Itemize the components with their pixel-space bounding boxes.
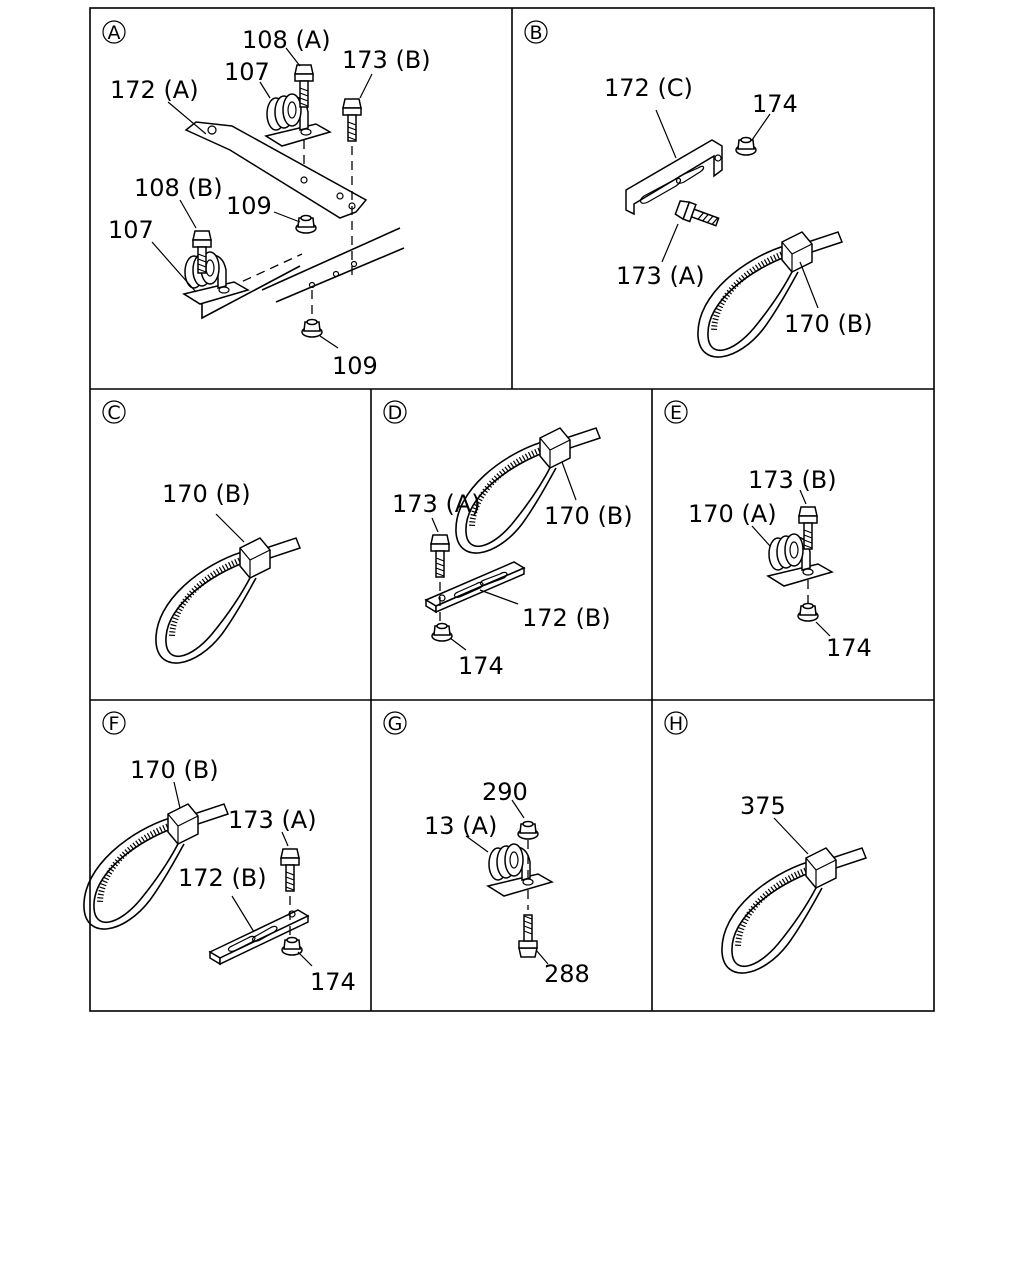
panel-letter-h: H [664, 711, 688, 735]
leaders-d [431, 461, 577, 651]
cable-tie-375 [722, 848, 866, 973]
label-170a: 170 (A) [688, 500, 777, 528]
nut-174 [735, 136, 757, 156]
leaders-g [465, 799, 549, 965]
leaders-e [751, 489, 831, 637]
label-173b: 173 (B) [342, 46, 431, 74]
label-170b: 170 (B) [130, 756, 219, 784]
panel-letter-a: A [102, 20, 126, 44]
label-174: 174 [826, 634, 872, 662]
bolt-173b [342, 98, 362, 142]
clamp-107-upper [265, 93, 331, 147]
svg-text:E: E [670, 402, 682, 424]
panel-a: 108 (A) 173 (B) 107 172 (A) 108 (B) 109 … [108, 26, 431, 380]
panel-letter-c: C [102, 400, 126, 424]
leaders-a [151, 47, 373, 349]
label-170b: 170 (B) [162, 480, 251, 508]
panel-letter-e: E [664, 400, 688, 424]
panel-letter-g: G [383, 711, 407, 735]
nut-109-lower [301, 318, 323, 338]
panel-e: 173 (B) 170 (A) 174 [688, 466, 872, 662]
panel-letter-f: F [102, 711, 126, 735]
label-290: 290 [482, 778, 528, 806]
label-107-lower: 107 [108, 216, 154, 244]
clamp-13a [487, 843, 553, 897]
nut-174 [797, 602, 819, 622]
label-170b: 170 (B) [544, 502, 633, 530]
clamp-107-lower [183, 251, 249, 305]
leaders-b [655, 109, 819, 309]
svg-text:A: A [108, 22, 121, 44]
plate-172b [208, 909, 310, 966]
label-13a: 13 (A) [424, 812, 497, 840]
label-172b: 172 (B) [522, 604, 611, 632]
label-173a: 173 (A) [616, 262, 705, 290]
label-172a: 172 (A) [110, 76, 199, 104]
label-375: 375 [740, 792, 786, 820]
panel-letter-d: D [383, 400, 407, 424]
label-109-lower: 109 [332, 352, 378, 380]
leader-c [215, 513, 245, 543]
svg-text:H: H [669, 713, 683, 735]
nut-109-upper [295, 214, 317, 234]
bracket-172a [184, 121, 368, 219]
svg-text:D: D [388, 402, 403, 424]
cable-tie-170b [156, 538, 300, 663]
label-108b: 108 (B) [134, 174, 223, 202]
svg-text:B: B [529, 22, 542, 44]
panel-c: 170 (B) [156, 480, 300, 663]
panel-h: 375 [722, 792, 866, 973]
label-109-upper: 109 [226, 192, 272, 220]
bolt-288 [518, 914, 538, 958]
label-172c: 172 (C) [604, 74, 693, 102]
clamp-170a [767, 533, 833, 587]
bolt-173a [430, 534, 450, 578]
leaders-f [173, 781, 313, 967]
panel-d: 173 (A) 170 (B) 172 (B) 174 [392, 428, 633, 680]
svg-text:G: G [388, 713, 403, 735]
label-173a: 173 (A) [392, 490, 481, 518]
bolt-173a [280, 848, 300, 892]
alignment-lines [303, 140, 353, 316]
label-288: 288 [544, 960, 590, 988]
bracket-172c [625, 139, 723, 216]
label-174: 174 [310, 968, 356, 996]
leader-h [773, 817, 809, 855]
bolt-173a-b [673, 198, 722, 232]
frame-rail [201, 227, 405, 320]
label-107-upper: 107 [224, 58, 270, 86]
label-170b: 170 (B) [784, 310, 873, 338]
label-173a: 173 (A) [228, 806, 317, 834]
panel-letter-b: B [524, 20, 548, 44]
nut-174 [431, 622, 453, 642]
panel-f: 170 (B) 173 (A) 172 (B) 174 [84, 756, 356, 996]
nut-290 [517, 820, 539, 840]
cable-tie-170b [698, 232, 842, 357]
label-108a: 108 (A) [242, 26, 331, 54]
label-173b: 173 (B) [748, 466, 837, 494]
diagram-frame [89, 7, 935, 1012]
label-174: 174 [458, 652, 504, 680]
label-172b: 172 (B) [178, 864, 267, 892]
panel-g: 290 13 (A) 288 [424, 778, 590, 988]
svg-text:C: C [107, 402, 120, 424]
label-174: 174 [752, 90, 798, 118]
svg-text:F: F [109, 713, 120, 735]
panel-b: 172 (C) 174 173 (A) 170 (B) [604, 74, 873, 357]
